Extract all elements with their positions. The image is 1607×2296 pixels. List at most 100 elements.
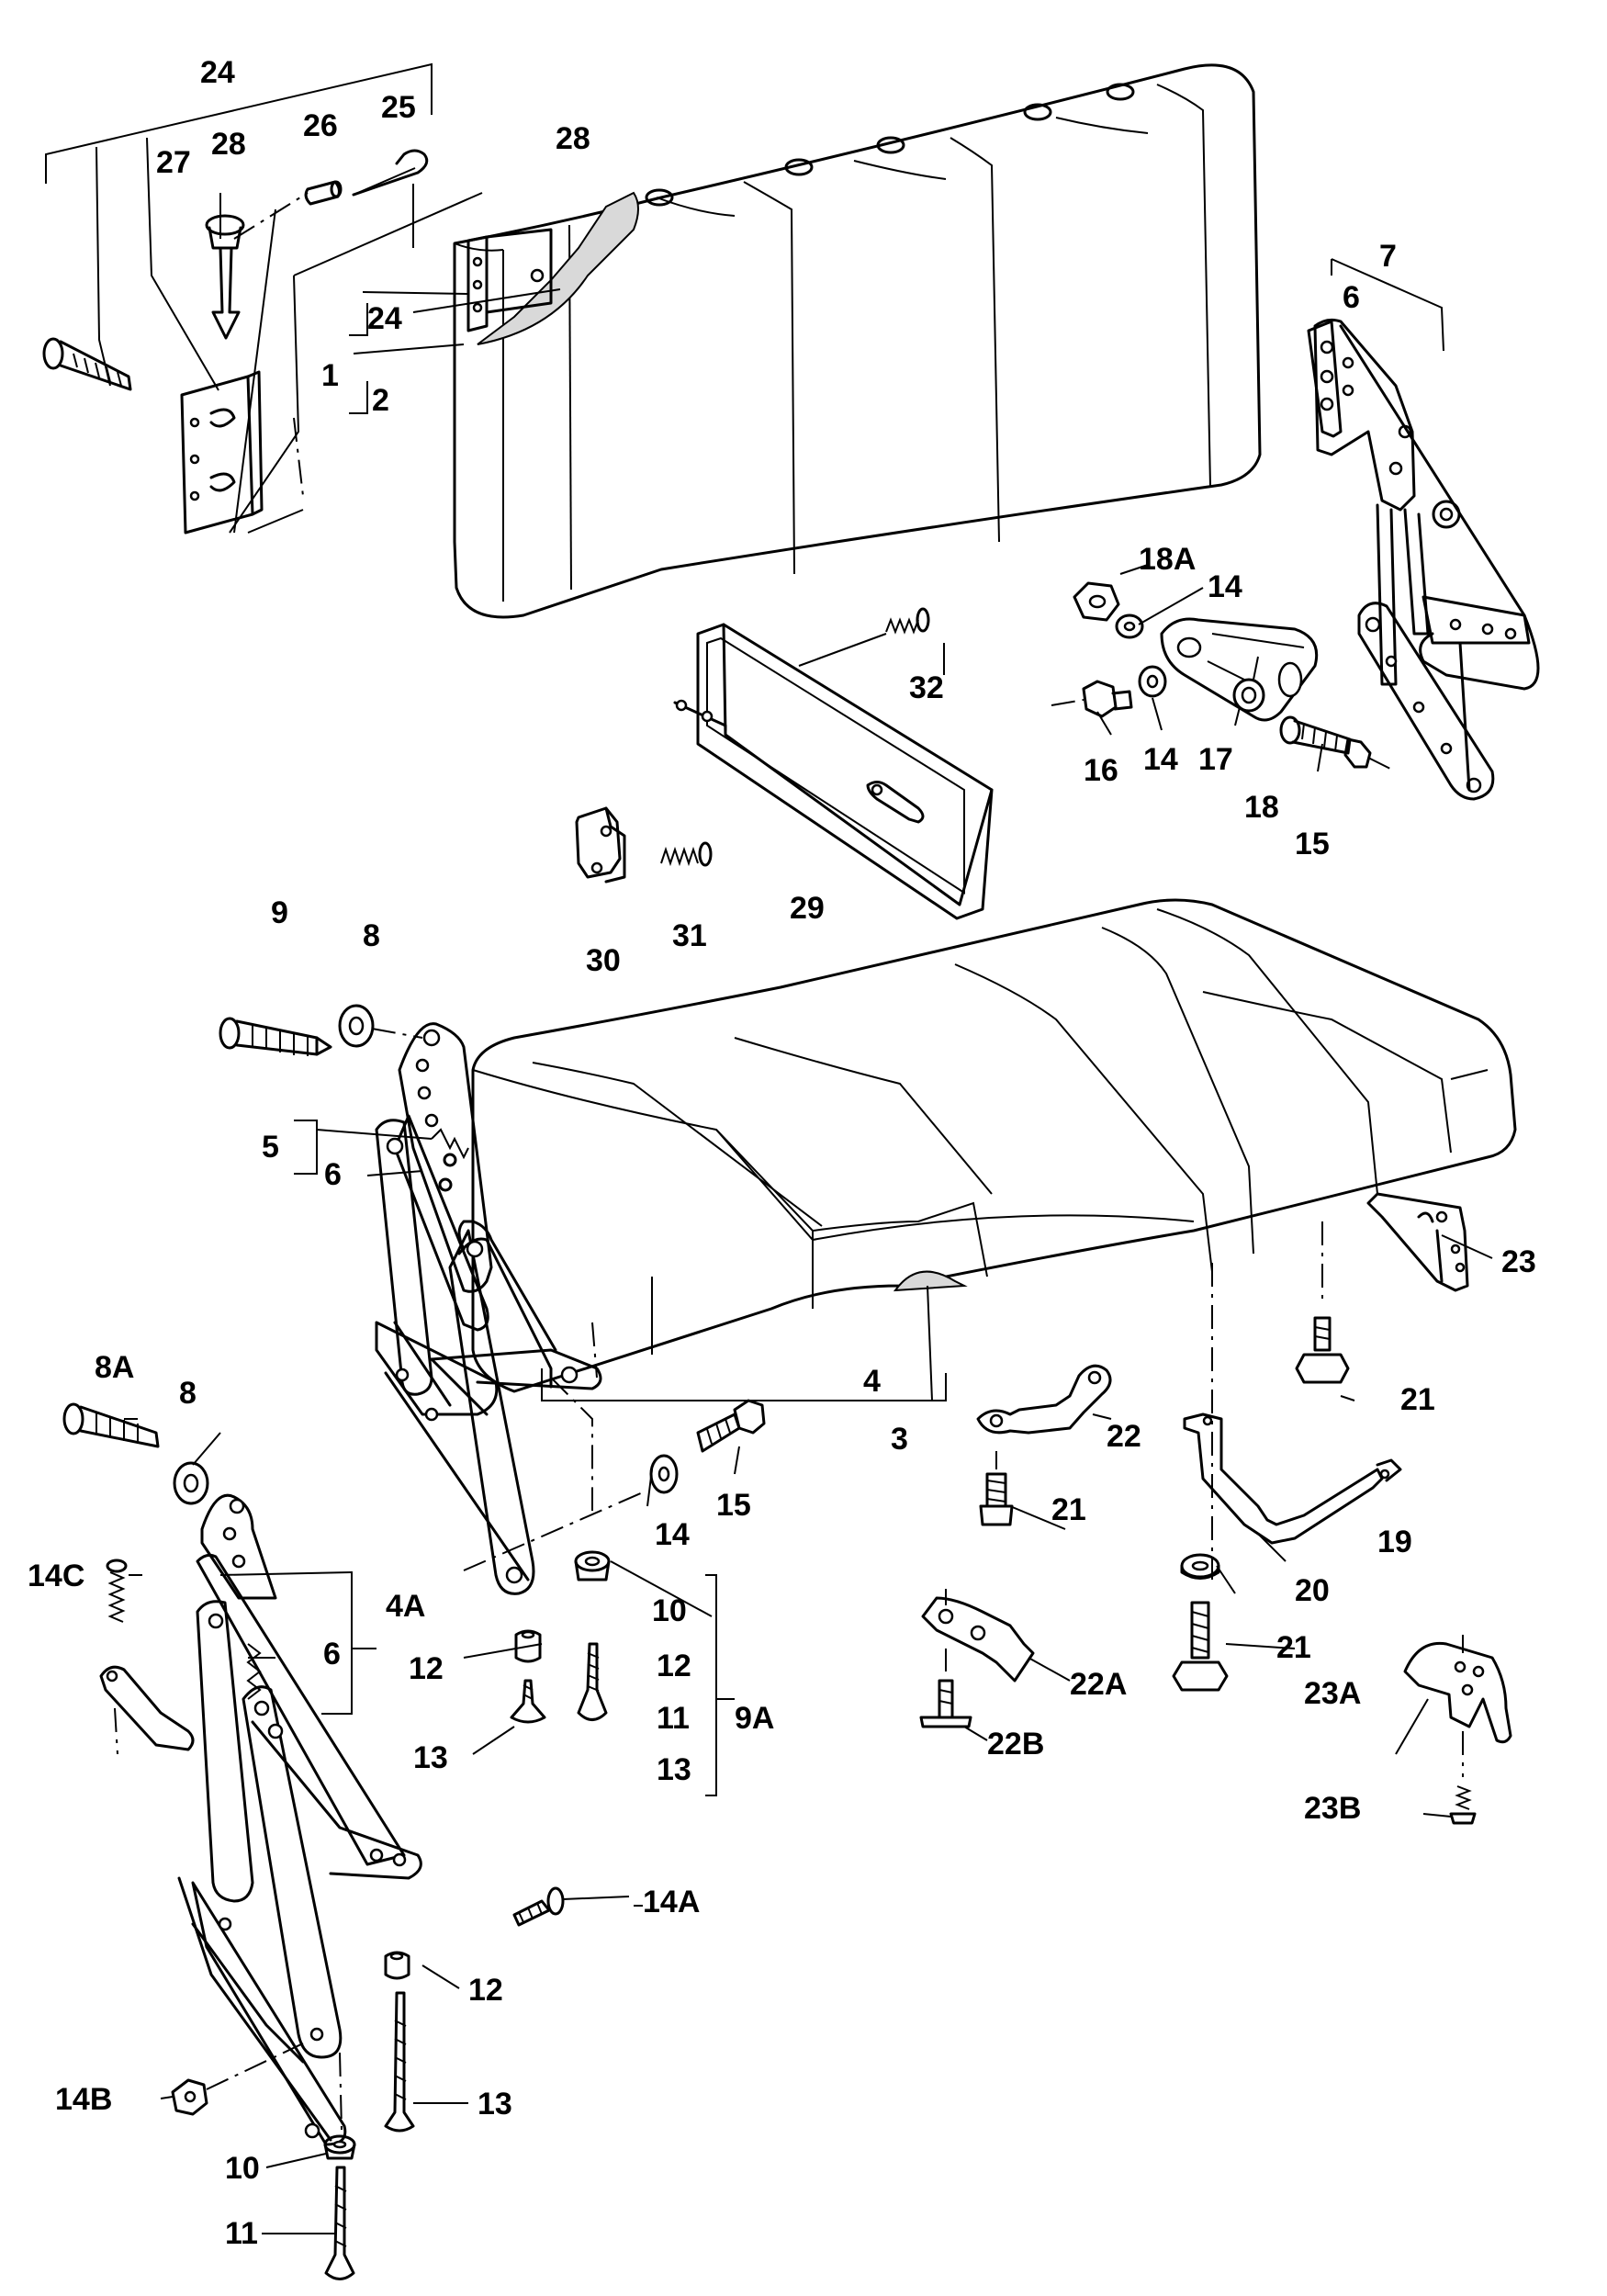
bushing-8-top <box>338 1004 375 1048</box>
washer-14-mid <box>649 1454 679 1494</box>
callout-5: 5 <box>262 1130 279 1165</box>
callout-22A: 22A <box>1070 1667 1127 1702</box>
callout-8-top: 8 <box>363 918 380 953</box>
callout-22: 22 <box>1107 1419 1141 1454</box>
seat-cushion <box>471 898 1517 1393</box>
callout-23: 23 <box>1501 1244 1536 1279</box>
spring-clip-25 <box>352 149 429 197</box>
callout-15-mid: 15 <box>716 1488 751 1523</box>
callout-28-back: 28 <box>556 121 590 156</box>
washer-14-upper <box>1115 613 1144 639</box>
washer-20 <box>1180 1553 1220 1580</box>
callout-16: 16 <box>1084 753 1118 788</box>
callout-8A: 8A <box>95 1350 134 1385</box>
spring-31 <box>660 841 713 867</box>
callout-9: 9 <box>271 895 288 930</box>
callout-9A: 9A <box>735 1701 774 1736</box>
bracket-19 <box>1183 1412 1402 1545</box>
callout-21-c: 21 <box>1276 1630 1311 1665</box>
callout-28-top: 28 <box>211 127 246 162</box>
callout-6-left: 6 <box>324 1157 342 1192</box>
callout-3: 3 <box>891 1422 908 1457</box>
callout-13-a: 13 <box>657 1752 691 1787</box>
callout-11-a: 11 <box>657 1701 690 1736</box>
left-hinge-lower <box>62 1402 160 1448</box>
bolt-16 <box>1082 680 1133 718</box>
callout-10-b: 10 <box>225 2151 260 2186</box>
callout-10-a: 10 <box>652 1593 687 1628</box>
hinge-frame-4A <box>99 1493 422 2146</box>
backrest-cushion <box>453 63 1262 619</box>
callout-14-a: 14 <box>1208 569 1242 604</box>
callout-25: 25 <box>381 90 416 125</box>
screw-11-top <box>577 1642 608 1721</box>
callout-24-top: 24 <box>200 55 235 90</box>
washer-14-lower <box>1138 665 1167 698</box>
callout-6-low: 6 <box>323 1637 341 1671</box>
callout-26: 26 <box>303 108 338 143</box>
screw-9 <box>219 1017 332 1056</box>
screw-14A <box>512 1886 630 1927</box>
callout-17: 17 <box>1198 742 1233 777</box>
callout-23B: 23B <box>1304 1791 1361 1826</box>
callout-18: 18 <box>1244 790 1279 825</box>
callout-14A: 14A <box>643 1885 700 1919</box>
callout-14-mid: 14 <box>655 1517 690 1552</box>
bushing-8-mid <box>173 1461 209 1505</box>
callout-2: 2 <box>372 383 389 418</box>
bolt-21-c <box>1172 1601 1229 1692</box>
group-24-bracket <box>45 62 433 165</box>
callout-30: 30 <box>586 943 621 978</box>
bracket-22A <box>921 1589 1035 1683</box>
bracket-22 <box>976 1364 1112 1435</box>
nut-14B <box>171 2078 208 2116</box>
callout-labels: 24 28 27 26 25 28 24 1 2 7 6 18A 14 16 1… <box>28 55 1536 2251</box>
callout-11-b: 11 <box>225 2216 258 2251</box>
link-plate-17 <box>1160 617 1319 722</box>
callout-4A: 4A <box>386 1589 425 1624</box>
nut-10-low <box>323 2134 356 2160</box>
cover-panel-29 <box>673 623 994 920</box>
callout-13-b: 13 <box>413 1740 448 1775</box>
screw-11-low <box>324 2166 355 2280</box>
sleeve-26 <box>304 180 343 206</box>
catch-30 <box>575 806 626 884</box>
nut-18A <box>1073 581 1120 622</box>
screw-13-low <box>384 1991 415 2133</box>
nut-10-top <box>574 1550 611 1581</box>
backrest-top-fitting <box>645 83 1135 207</box>
lock-pin <box>205 214 245 340</box>
callout-31: 31 <box>672 918 707 953</box>
callout-15-right: 15 <box>1295 827 1330 861</box>
bolt-15-right <box>1279 715 1372 769</box>
callout-18A: 18A <box>1139 542 1196 577</box>
callout-14C: 14C <box>28 1559 84 1593</box>
callout-4: 4 <box>863 1364 881 1399</box>
right-hinge-assembly <box>1307 318 1540 801</box>
callout-22B: 22B <box>987 1727 1044 1761</box>
bracket-23 <box>1366 1192 1469 1292</box>
callout-12-a: 12 <box>409 1651 444 1686</box>
callout-13-c: 13 <box>478 2087 512 2122</box>
callout-12-c: 12 <box>468 1973 503 2008</box>
callout-14-b: 14 <box>1143 742 1178 777</box>
callout-19: 19 <box>1377 1525 1412 1559</box>
bolt-21-a <box>979 1451 1014 1526</box>
spring-32 <box>885 607 930 635</box>
callout-23A: 23A <box>1304 1676 1361 1711</box>
screw-13-top <box>510 1679 546 1724</box>
screw-23B <box>1449 1785 1477 1825</box>
callout-29: 29 <box>790 891 825 926</box>
callout-14B: 14B <box>55 2082 112 2117</box>
left-hinge-upper <box>375 1022 602 1595</box>
callout-27: 27 <box>156 145 191 180</box>
callout-21-b: 21 <box>1400 1382 1435 1417</box>
sleeve-12-low <box>384 1951 410 1980</box>
callout-12-b: 12 <box>657 1649 691 1683</box>
screw-22B <box>919 1649 972 1728</box>
bracket-23A <box>1403 1641 1512 1744</box>
sleeve-12-top <box>514 1629 542 1663</box>
callout-24-mid: 24 <box>367 301 402 336</box>
bolt-21-b <box>1295 1316 1350 1384</box>
